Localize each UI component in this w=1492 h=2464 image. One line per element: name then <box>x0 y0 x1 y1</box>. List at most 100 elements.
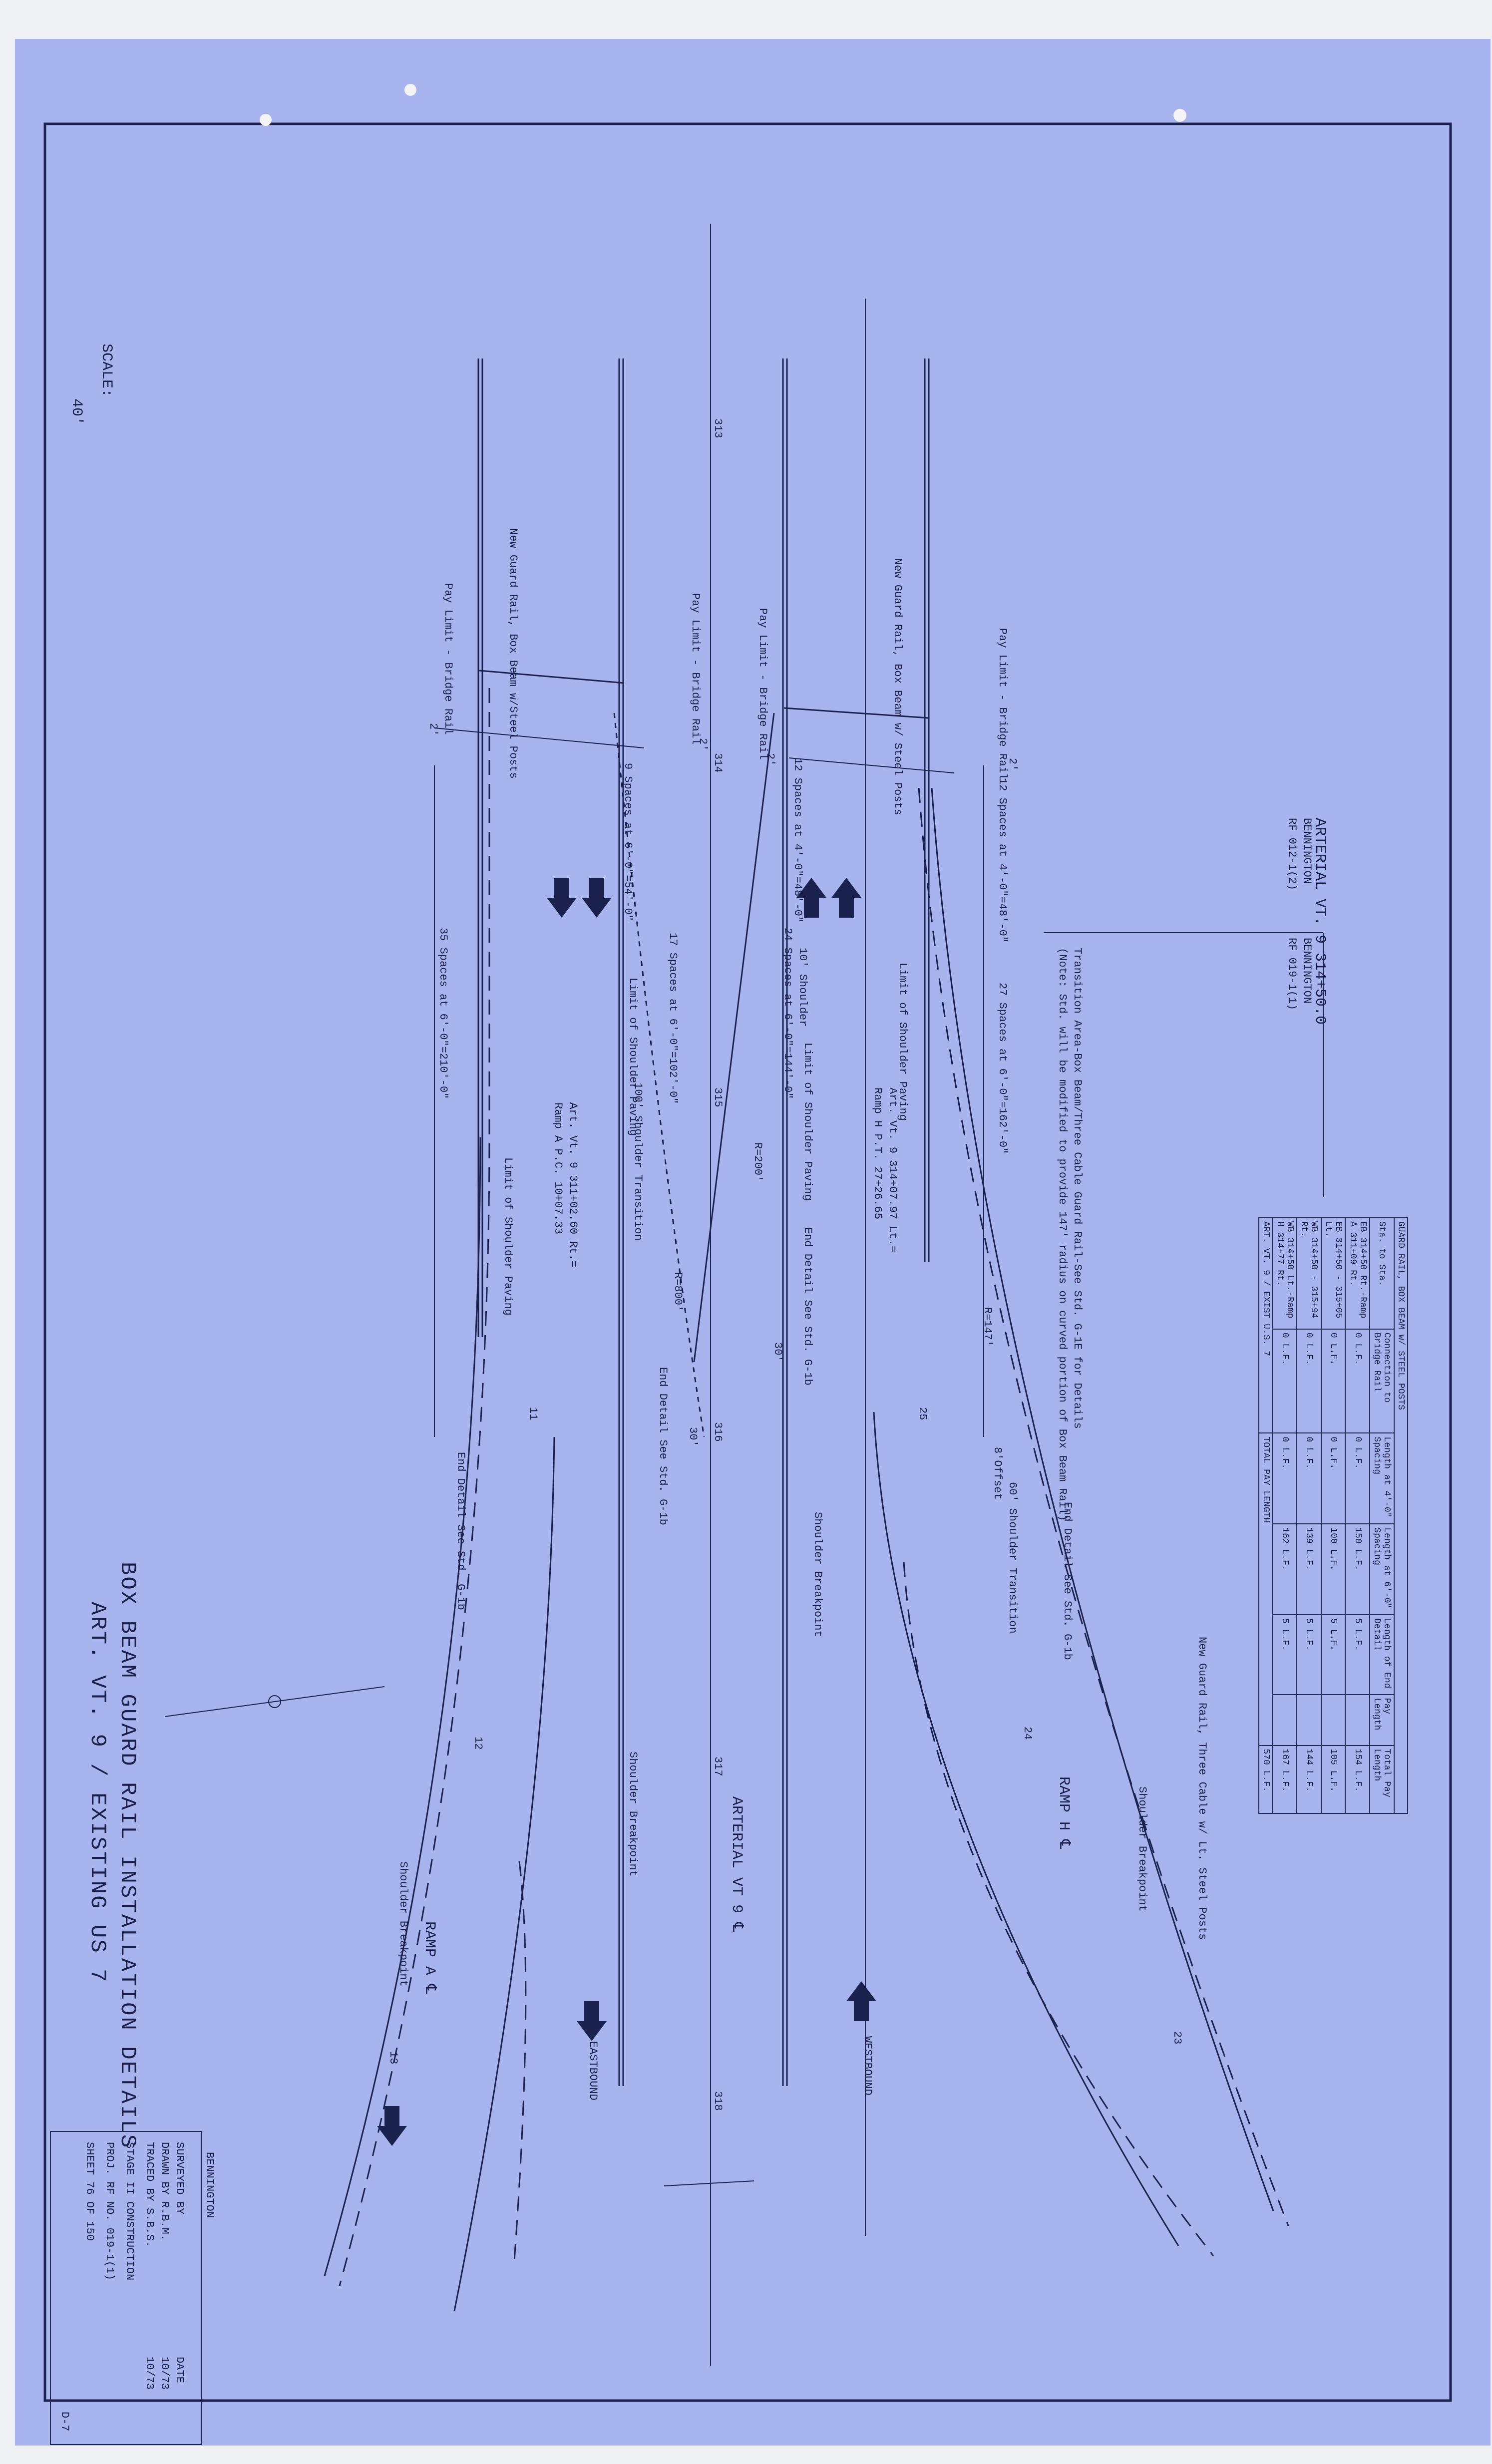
ramp-station: 13 <box>387 2051 399 2065</box>
table-cell: 154 L.F. <box>1345 1745 1370 1813</box>
offset-label: 8'Offset <box>991 1447 1004 1500</box>
table-header: Sta. to Sta. <box>1369 1218 1394 1329</box>
title-block-sheet: SHEET 76 OF 150 <box>83 2142 96 2241</box>
title-block-date-label: DATE <box>173 2357 186 2383</box>
title-block-town: BENNINGTON <box>203 2152 216 2218</box>
table-cell: 5 L.F. <box>1345 1615 1370 1695</box>
ramp-station: 11 <box>527 1407 539 1420</box>
shoulder-width-label: 10' Shoulder <box>796 948 809 1027</box>
title-block-traced: TRACED BY S.B.S. <box>143 2142 156 2248</box>
table-cell: 0 L.F. <box>1297 1329 1321 1433</box>
table-header: Connection to Bridge Rail <box>1369 1329 1394 1433</box>
ramp-station: 25 <box>916 1407 929 1420</box>
station-equation: Ramp A P.C. 10+07.33 <box>552 1102 564 1235</box>
table-cell: 5 L.F. <box>1297 1615 1321 1695</box>
ramp-h-centerline-label: RAMP H ℄ <box>1055 1776 1072 1849</box>
table-cell: 144 L.F. <box>1297 1745 1321 1813</box>
shoulder-breakpoint-label: Shoulder Breakpoint <box>1136 1786 1148 1912</box>
guard-rail-note: New Guard Rail, Box Beam w/ Steel Posts <box>891 558 904 815</box>
punch-hole <box>1173 109 1186 122</box>
shoulder-transition-label: 100' Shoulder Transition <box>632 1082 644 1241</box>
station-313: 313 <box>712 418 724 438</box>
sheet-title: BOX BEAM GUARD RAIL INSTALLATION DETAILS <box>115 1562 140 2149</box>
guard-rail-quantity-table: GUARD RAIL, BOX BEAM w/ STEEL POSTS Sta.… <box>1258 1217 1408 1814</box>
spacing-label: 9 Spaces at 6'-0"=54'-0" <box>622 763 634 921</box>
guard-rail-note: New Guard Rail, Box Beam w/Steel Posts <box>507 528 519 779</box>
station-318: 318 <box>712 2091 724 2111</box>
station-equation: Art. Vt. 9 311+02.60 Rt.= <box>567 1102 579 1268</box>
table-header: Total Pay Length <box>1369 1745 1394 1813</box>
table-row: WB 314+50 Lt.-Ramp H 314+77 Rt. 0 L.F. 0… <box>1272 1218 1297 1813</box>
offset-label: 30' <box>771 1342 784 1362</box>
ramp-station: 12 <box>472 1737 484 1750</box>
punch-hole <box>404 84 416 96</box>
table-header: Length at 4'-0" Spacing <box>1369 1433 1394 1524</box>
end-detail-label: End Detail See Std. G-1b <box>454 1452 467 1610</box>
table-header: Length at 6'-0" Spacing <box>1369 1524 1394 1615</box>
pay-limit-label: Pay Limit - Bridge Rail <box>996 628 1009 780</box>
title-block-drawn: DRAWN BY R.B.M. <box>158 2142 171 2241</box>
title-block-project: PROJ. RF NO. 019-1(1) <box>103 2142 116 2281</box>
spacing-label: 24 Spaces at 6'-0"=144'-0" <box>781 928 794 1099</box>
title-block-dwg: D-7 <box>58 2412 71 2432</box>
shoulder-breakpoint-label: Shoulder Breakpoint <box>811 1512 824 1637</box>
dimension-label: 2' <box>764 753 776 766</box>
shoulder-breakpoint-label: Shoulder Breakpoint <box>397 1861 409 1987</box>
radius-label: R=147' <box>981 1307 994 1347</box>
pay-limit-label: Pay Limit - Bridge Rail <box>756 608 769 760</box>
table-title: GUARD RAIL, BOX BEAM w/ STEEL POSTS <box>1394 1218 1408 1813</box>
station-314: 314 <box>712 753 724 773</box>
table-cell: 167 L.F. <box>1272 1745 1297 1813</box>
station-header-left-2: RF 012-1(2) <box>1286 818 1298 891</box>
table-cell: 0 L.F. <box>1297 1433 1321 1524</box>
station-header-right-1: BENNINGTON <box>1301 938 1313 1004</box>
table-cell: WB 314+50 Lt.-Ramp H 314+77 Rt. <box>1272 1218 1297 1329</box>
sheet-subtitle: ART. VT. 9 / EXISTING US 7 <box>85 1602 110 1984</box>
offset-label: 30' <box>687 1427 699 1447</box>
westbound-label: WESTBOUND <box>861 2036 874 2096</box>
drawing-sheet: BOX BEAM GUARD RAIL INSTALLATION DETAILS… <box>15 39 1491 2446</box>
table-cell <box>1321 1694 1346 1746</box>
station-equation: Art. Vt. 9 314+07.97 Lt.= <box>886 1087 899 1253</box>
spacing-label: 12 Spaces at 4'-0"=48'-0" <box>791 758 804 923</box>
title-block-drawn-date: 10/73 <box>158 2357 171 2390</box>
spacing-label: 12 Spaces at 4'-0"=48'-0" <box>996 778 1009 943</box>
station-header: ARTERIAL VT. 9 314+50.0 <box>1311 818 1328 1025</box>
end-detail-label: End Detail See Std. G-1b <box>801 1227 814 1386</box>
station-equation: Ramp H P.T. 27+26.65 <box>871 1087 884 1220</box>
table-cell: 162 L.F. <box>1272 1524 1297 1615</box>
table-cell <box>1345 1694 1370 1746</box>
station-317: 317 <box>712 1757 724 1776</box>
table-cell: 0 L.F. <box>1272 1329 1297 1433</box>
dimension-label: 2' <box>427 723 439 736</box>
table-header: Pay Length <box>1369 1694 1394 1746</box>
dimension-label: 2' <box>1006 758 1019 771</box>
punch-hole <box>260 114 272 126</box>
table-cell: 0 L.F. <box>1345 1433 1370 1524</box>
end-detail-label: End Detail See Std. G-1b <box>657 1367 669 1525</box>
title-block-traced-date: 10/73 <box>143 2357 156 2390</box>
table-cell: WB 314+50 - 315+94 Rt. <box>1297 1218 1321 1329</box>
ramp-station: 23 <box>1171 2031 1183 2045</box>
title-block-surveyed: SURVEYED BY <box>173 2142 186 2215</box>
dimension-label: 2' <box>697 738 709 751</box>
spacing-label: 35 Spaces at 6'-0"=210'-0" <box>437 928 449 1099</box>
table-row: EB 314+50 Rt.-Ramp A 311+09 Rt. 0 L.F. 0… <box>1345 1218 1370 1813</box>
table-cell: 5 L.F. <box>1321 1615 1346 1695</box>
table-cell: 100 L.F. <box>1321 1524 1346 1615</box>
table-cell: 0 L.F. <box>1272 1433 1297 1524</box>
table-cell: 105 L.F. <box>1321 1745 1346 1813</box>
table-cell: EB 314+50 - 315+05 Lt. <box>1321 1218 1346 1329</box>
ramp-station: 24 <box>1021 1727 1034 1740</box>
table-row: EB 314+50 - 315+05 Lt. 0 L.F. 0 L.F. 100… <box>1321 1218 1346 1813</box>
table-header: Length of End Detail <box>1369 1615 1394 1695</box>
spacing-label: 17 Spaces at 6'-0"=102'-0" <box>667 933 679 1104</box>
table-cell: 0 L.F. <box>1345 1329 1370 1433</box>
station-316: 316 <box>712 1422 724 1442</box>
shoulder-transition-label: 60' Shoulder Transition <box>1006 1482 1019 1634</box>
station-header-left-1: BENNINGTON <box>1301 818 1313 884</box>
transition-note: (Note: Std. will be modified to provide … <box>1056 948 1069 1521</box>
arterial-centerline-label: ARTERIAL VT 9 ℄ <box>728 1796 745 1932</box>
scale-value: 40' <box>68 398 85 426</box>
spacing-label: 27 Spaces at 6'-0"=162'-0" <box>996 983 1009 1154</box>
